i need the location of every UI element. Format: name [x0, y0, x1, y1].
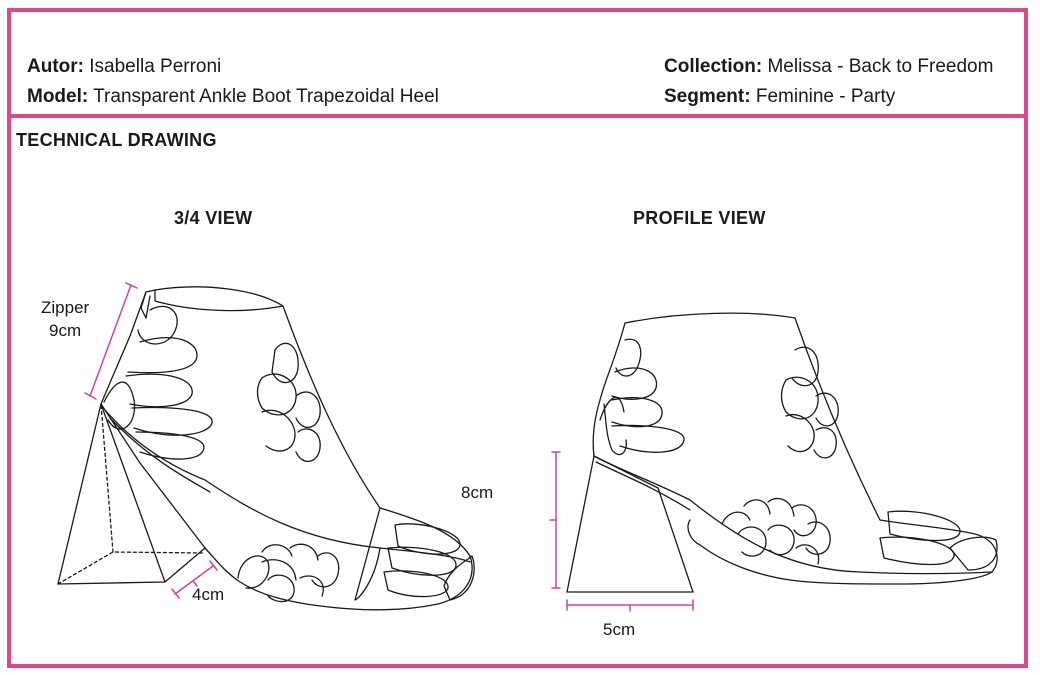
heel-depth-measure: [171, 560, 218, 599]
zipper-dimension: Zipper 9cm: [41, 296, 89, 342]
heel-width-dimension: 5cm: [603, 620, 636, 639]
profile-heel: [566, 455, 694, 593]
heel-hidden: [57, 403, 206, 585]
profile-view-title: PROFILE VIEW: [633, 208, 766, 228]
measurement-marks: [84, 282, 694, 612]
heel-depth-dimension: 4cm: [192, 585, 225, 604]
toe-cap: [354, 507, 381, 601]
profile-front: [687, 317, 998, 585]
sole-line-inner: [109, 417, 211, 493]
boot-opening: [154, 286, 284, 312]
model-label: Model:: [27, 86, 89, 107]
segment-label: Segment:: [664, 86, 751, 107]
zipper-measure: [84, 282, 138, 400]
model-line: Model: Transparent Ankle Boot Trapezoida…: [27, 86, 439, 108]
collection-label: Collection:: [664, 56, 763, 77]
collection-line: Collection: Melissa - Back to Freedom: [664, 56, 993, 78]
three-quarter-boot: [57, 286, 475, 611]
author-label: Autor:: [27, 56, 84, 77]
boot-back: [100, 289, 156, 405]
profile-boot: [566, 312, 998, 593]
model-value: Transparent Ankle Boot Trapezoidal Heel: [93, 86, 439, 107]
zipper-label: Zipper: [41, 298, 90, 317]
sheet-frame: Autor: Isabella Perroni Model: Transpare…: [7, 8, 1028, 668]
heel-width-measure: [566, 599, 694, 612]
collection-value: Melissa - Back to Freedom: [767, 56, 994, 77]
zipper-value: 9cm: [49, 321, 82, 340]
author-line: Autor: Isabella Perroni: [27, 56, 221, 78]
heel-edge: [100, 403, 166, 583]
heel-block: [57, 403, 206, 585]
heel-height-measure: [549, 451, 561, 589]
profile-sole-inner: [595, 461, 691, 511]
profile-back: [592, 322, 626, 457]
segment-line: Segment: Feminine - Party: [664, 86, 895, 108]
header: Autor: Isabella Perroni Model: Transpare…: [11, 12, 1024, 118]
segment-value: Feminine - Party: [755, 86, 896, 107]
boot-front: [204, 305, 473, 611]
zipper-line: [140, 291, 151, 319]
three-quarter-view-title: 3/4 VIEW: [174, 208, 253, 228]
author-value: Isabella Perroni: [89, 56, 222, 77]
heel-height-dimension: 8cm: [461, 483, 494, 502]
profile-opening: [624, 312, 796, 324]
section-title: TECHNICAL DRAWING: [16, 130, 217, 150]
